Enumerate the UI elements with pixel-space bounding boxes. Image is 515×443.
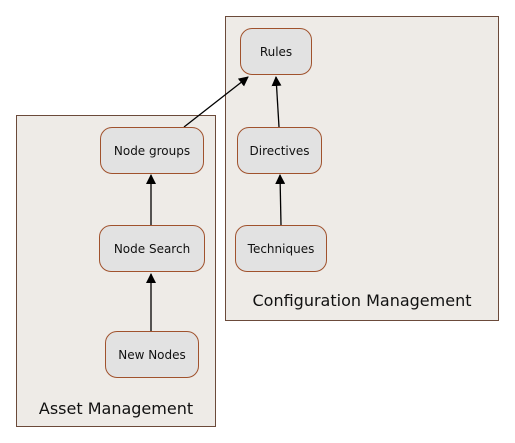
cluster-label-configuration-management: Configuration Management xyxy=(252,291,472,310)
node-node-groups: Node groups xyxy=(100,127,204,174)
node-directives: Directives xyxy=(237,127,322,174)
node-rules: Rules xyxy=(240,28,312,75)
node-techniques: Techniques xyxy=(235,225,327,272)
node-new-nodes: New Nodes xyxy=(105,331,199,378)
node-node-search: Node Search xyxy=(99,225,205,272)
cluster-label-asset-management: Asset Management xyxy=(38,399,194,418)
